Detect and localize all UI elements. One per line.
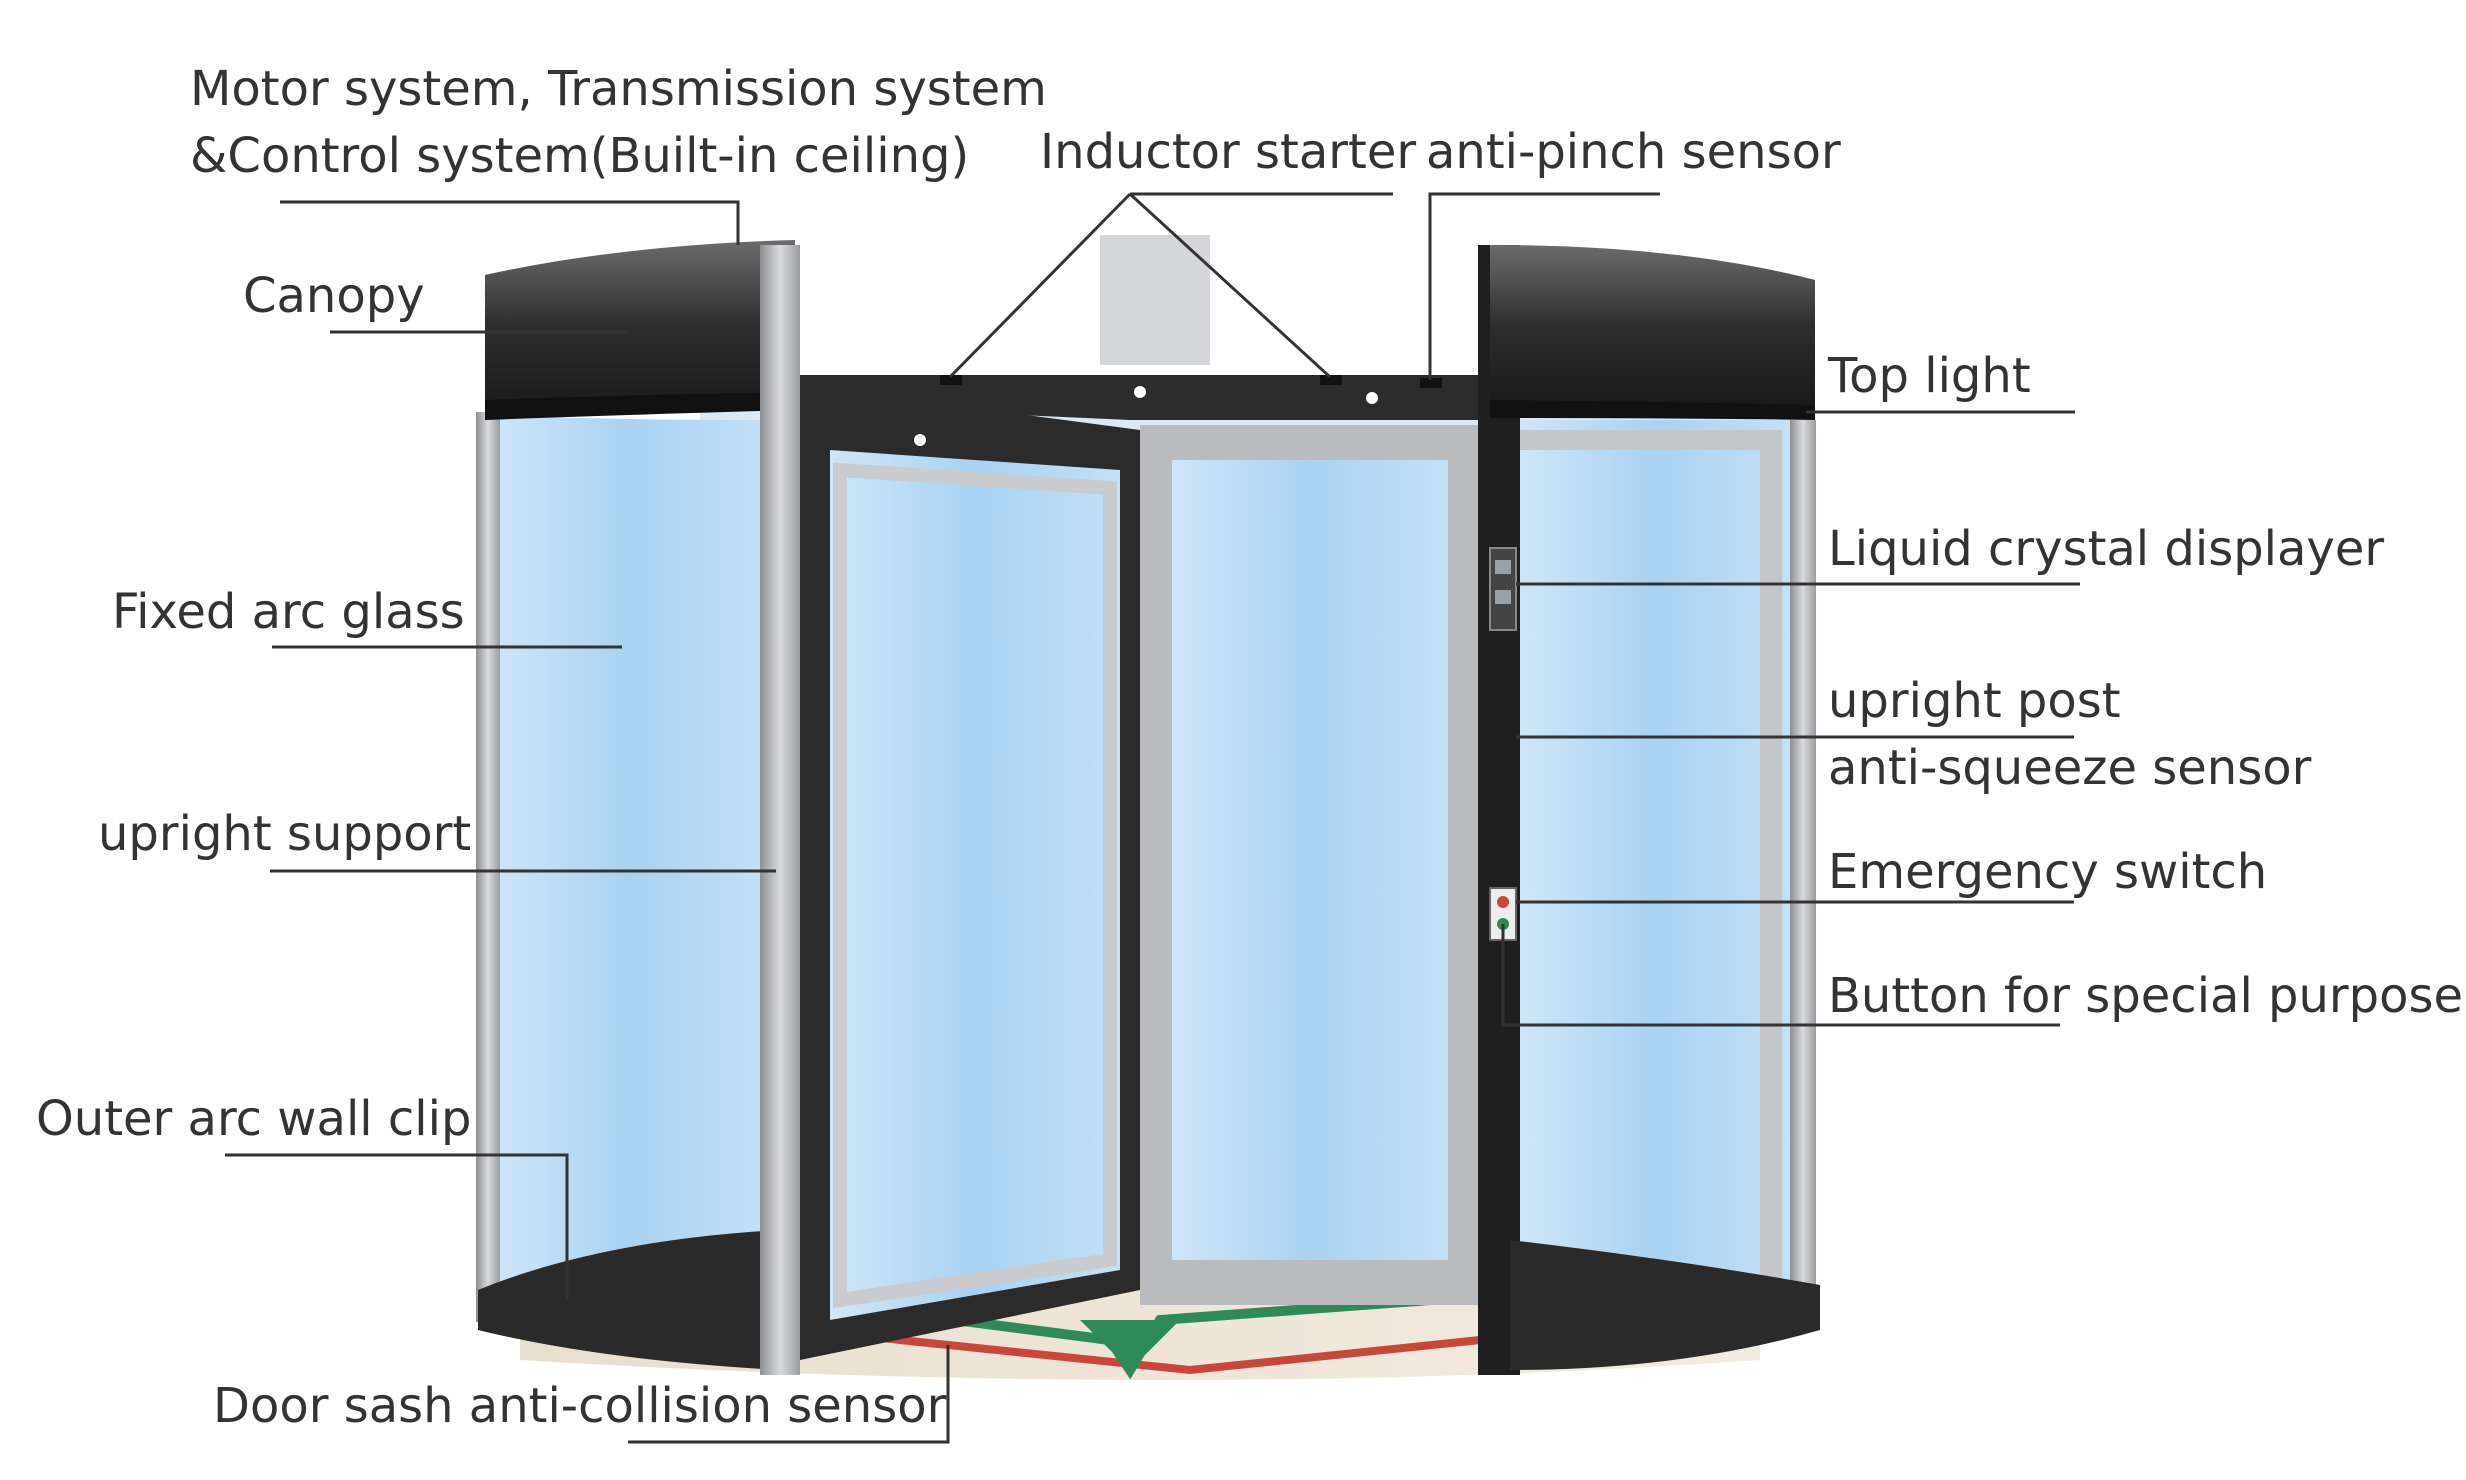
label-inductor-starter: Inductor starter xyxy=(1040,124,1416,180)
leader-motor xyxy=(280,200,740,245)
right-upright-post xyxy=(1478,245,1520,1375)
left-base xyxy=(478,1230,780,1370)
label-upright-support: upright support xyxy=(98,806,471,862)
anti-pinch-sensor-mark xyxy=(1420,378,1442,388)
center-door-glass xyxy=(1172,460,1448,1260)
right-arc-glass-outer xyxy=(1790,420,1816,1320)
label-motor-line1: Motor system, Transmission system xyxy=(190,61,1047,117)
floor-green-center xyxy=(1080,1320,1180,1370)
left-arc-glass-edge xyxy=(476,412,500,1322)
leader-lines xyxy=(225,192,2080,1444)
right-canopy-bottom xyxy=(1490,400,1815,420)
label-special-button: Button for special purpose xyxy=(1828,968,2463,1024)
inductor-sensor-right xyxy=(1320,375,1342,385)
ceiling-light-2 xyxy=(1366,392,1378,404)
leader-door-sash xyxy=(628,1345,950,1444)
label-upright-post-line1: upright post xyxy=(1828,673,2121,729)
label-lcd: Liquid crystal displayer xyxy=(1828,521,2384,577)
left-upright-support xyxy=(760,245,800,1375)
emergency-switch-indicator xyxy=(1497,896,1509,908)
left-door-wing-glass xyxy=(830,450,1120,1320)
label-emergency-switch: Emergency switch xyxy=(1828,844,2267,900)
right-arc-glass-edge xyxy=(1760,430,1782,1290)
label-top-light: Top light xyxy=(1827,348,2031,404)
lcd-screen xyxy=(1495,560,1511,574)
labels: Motor system, Transmission system &Contr… xyxy=(36,61,2463,1434)
right-base xyxy=(1510,1240,1820,1370)
inductor-sensor-left xyxy=(940,375,962,385)
label-fixed-arc-glass: Fixed arc glass xyxy=(112,584,465,640)
ceiling-light-1 xyxy=(1134,386,1146,398)
label-motor-line2: &Control system(Built-in ceiling) xyxy=(190,128,969,184)
right-arc-glass-frame xyxy=(1520,430,1760,450)
leader-inductor-right xyxy=(1128,192,1332,379)
right-canopy xyxy=(1490,245,1815,405)
lcd-screen-2 xyxy=(1495,590,1511,604)
label-upright-post-line2: anti-squeeze sensor xyxy=(1828,740,2312,796)
leader-special-button xyxy=(1501,924,2060,1027)
left-door-inner-frame xyxy=(833,462,1117,1309)
ceiling-light-3 xyxy=(914,434,926,446)
ceiling-cylinder xyxy=(1100,235,1210,365)
left-canopy-bottom xyxy=(485,392,795,420)
label-door-sash-sensor: Door sash anti-collision sensor xyxy=(213,1378,947,1434)
label-outer-arc-wall-clip: Outer arc wall clip xyxy=(36,1091,471,1147)
label-canopy: Canopy xyxy=(243,268,425,324)
left-canopy xyxy=(485,240,795,410)
label-anti-pinch-sensor: anti-pinch sensor xyxy=(1426,124,1841,180)
door-illustration xyxy=(476,235,1820,1380)
right-arc-glass xyxy=(1520,420,1790,1300)
leader-anti-pinch xyxy=(1428,192,1660,380)
left-arc-glass xyxy=(490,415,770,1320)
leader-outer-arc-wall-clip xyxy=(225,1153,569,1300)
leader-inductor-left xyxy=(948,192,1132,379)
